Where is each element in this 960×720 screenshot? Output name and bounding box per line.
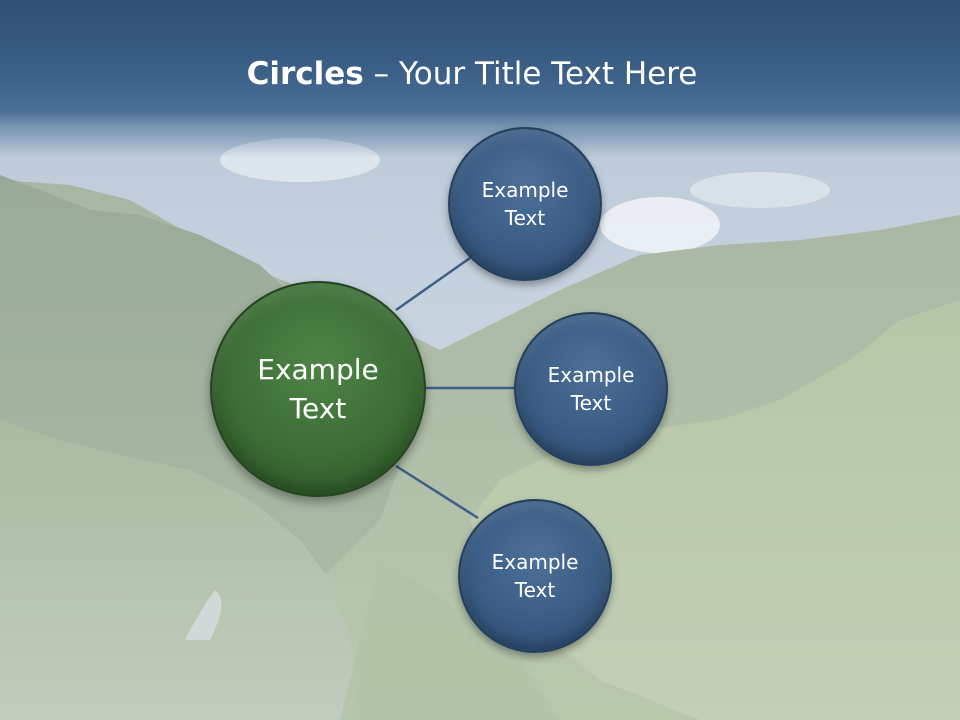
node-circle-label: Example Text — [491, 550, 579, 602]
node-circle-top[interactable]: Example Text — [448, 127, 602, 281]
hub-circle-label: Example Text — [257, 352, 379, 425]
title-band: Circles – Your Title Text Here — [0, 0, 960, 158]
connector-line-1 — [395, 256, 471, 312]
node-circle-middle[interactable]: Example Text — [514, 312, 668, 466]
title-bold: Circles — [246, 56, 364, 92]
slide-title: Circles – Your Title Text Here — [0, 56, 944, 92]
node-circle-label: Example Text — [547, 363, 635, 415]
node-circle-label: Example Text — [481, 178, 569, 230]
node-circle-bottom[interactable]: Example Text — [458, 499, 612, 653]
title-rest: – Your Title Text Here — [363, 56, 698, 92]
hub-circle[interactable]: Example Text — [210, 281, 426, 497]
connector-line-3 — [395, 464, 479, 520]
